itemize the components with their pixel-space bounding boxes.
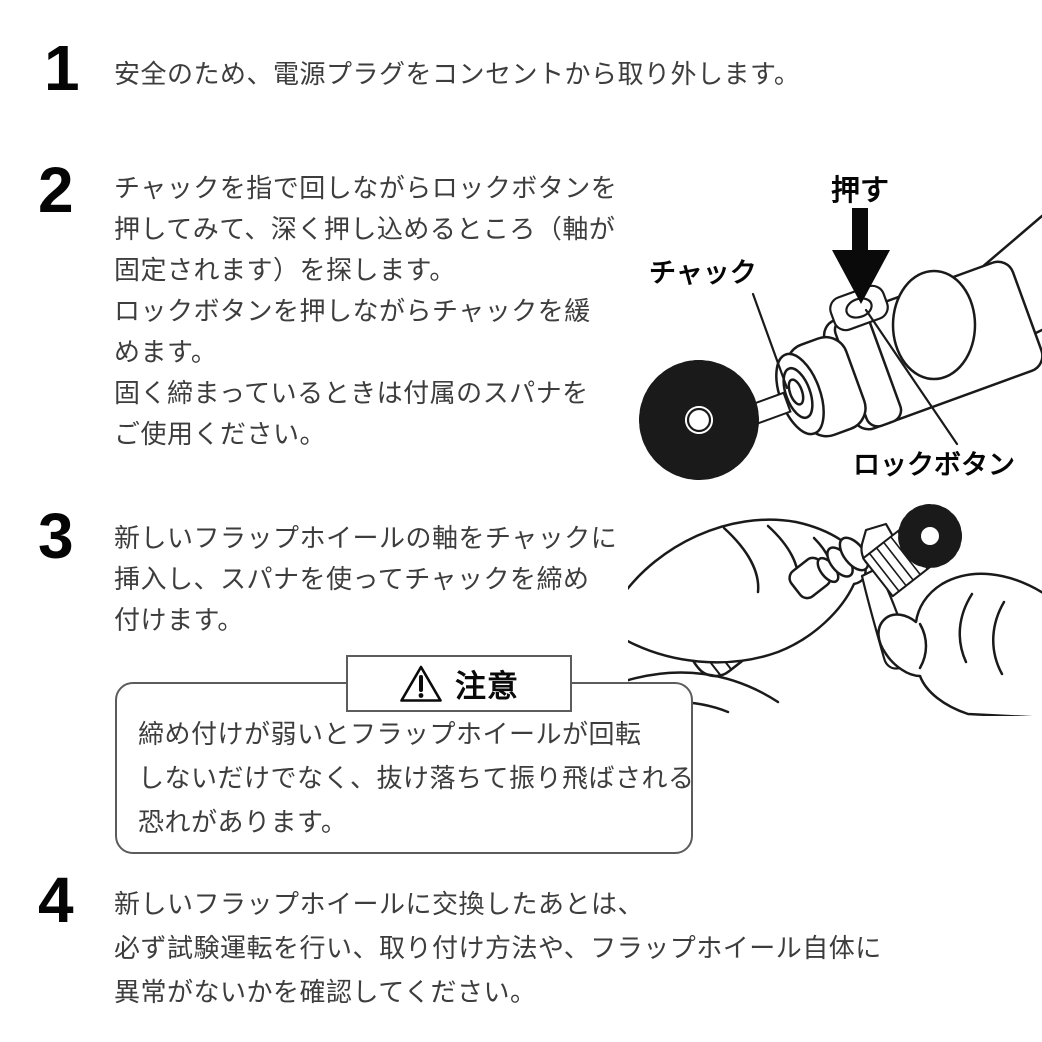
lock-button-leader-line	[864, 308, 959, 446]
flap-wheel	[639, 360, 759, 480]
step-text-line: チャックを指で回しながらロックボタンを	[114, 173, 618, 203]
step-3-number: 3	[38, 500, 74, 572]
step-4-text: 新しいフラップホイールに交換したあとは、 必ず試験運転を行い、取り付け方法や、フ…	[114, 882, 882, 1014]
step-text-line: めます。	[114, 337, 218, 367]
left-arm-line	[628, 671, 780, 704]
chuck-label: チャック	[649, 258, 757, 288]
step-text-line: 固定されます）を探します。	[114, 255, 456, 285]
chuck-face-rings	[775, 352, 825, 436]
step-text-line: 押してみて、深く押し込めるところ（軸が	[114, 214, 616, 244]
flap-wheel	[862, 504, 962, 598]
tool-rear-cap	[891, 269, 977, 381]
caution-label: 注意	[346, 655, 572, 712]
spanner-tightening-illustration	[628, 504, 1042, 716]
chuck-leader-line	[751, 292, 789, 390]
push-label: 押す	[831, 174, 889, 207]
step-2-number: 2	[38, 154, 74, 226]
step-1-number: 1	[44, 32, 80, 104]
caution-title: 注意	[455, 669, 519, 704]
step-text-line: 新しいフラップホイールに交換したあとは、	[114, 889, 645, 919]
step-1-text: 安全のため、電源プラグをコンセントから取り外します。	[114, 56, 800, 92]
caution-text: 締め付けが弱いとフラップホイールが回転 しないだけでなく、抜け落ちて振り飛ばされ…	[138, 712, 695, 844]
left-hand	[628, 518, 867, 664]
step-3-text: 新しいフラップホイールの軸をチャックに 挿入し、スパナを使ってチャックを締め 付…	[114, 518, 617, 641]
lock-button-label: ロックボタン	[853, 450, 1015, 480]
step-text-line: 安全のため、電源プラグをコンセントから取り外します。	[114, 59, 801, 89]
push-arrow-icon	[832, 208, 890, 304]
rotary-tool-diagram: 押す チャック ロックボタン	[639, 174, 1042, 480]
step-text-line: 付けます。	[114, 605, 244, 635]
step-text-line: 新しいフラップホイールの軸をチャックに	[114, 523, 618, 553]
caution-text-line: 締め付けが弱いとフラップホイールが回転	[138, 719, 642, 749]
step-text-line: ご使用ください。	[114, 419, 327, 449]
right-hand	[877, 572, 1042, 716]
step-text-line: ロックボタンを押しながらチャックを緩	[114, 296, 591, 326]
step-4-number: 4	[38, 864, 74, 936]
step-2-text: チャックを指で回しながらロックボタンを 押してみて、深く押し込めるところ（軸が …	[114, 168, 617, 455]
step-text-line: 挿入し、スパナを使ってチャックを締め	[114, 564, 590, 594]
step-text-line: 必ず試験運転を行い、取り付け方法や、フラップホイール自体に	[114, 933, 882, 963]
warning-triangle-icon	[400, 665, 442, 702]
step-text-line: 異常がないかを確認してください。	[114, 977, 537, 1007]
caution-text-line: しないだけでなく、抜け落ちて振り飛ばされる	[138, 763, 695, 793]
step-text-line: 固く締まっているときは付属のスパナを	[114, 378, 589, 408]
caution-text-line: 恐れがあります。	[138, 807, 348, 837]
